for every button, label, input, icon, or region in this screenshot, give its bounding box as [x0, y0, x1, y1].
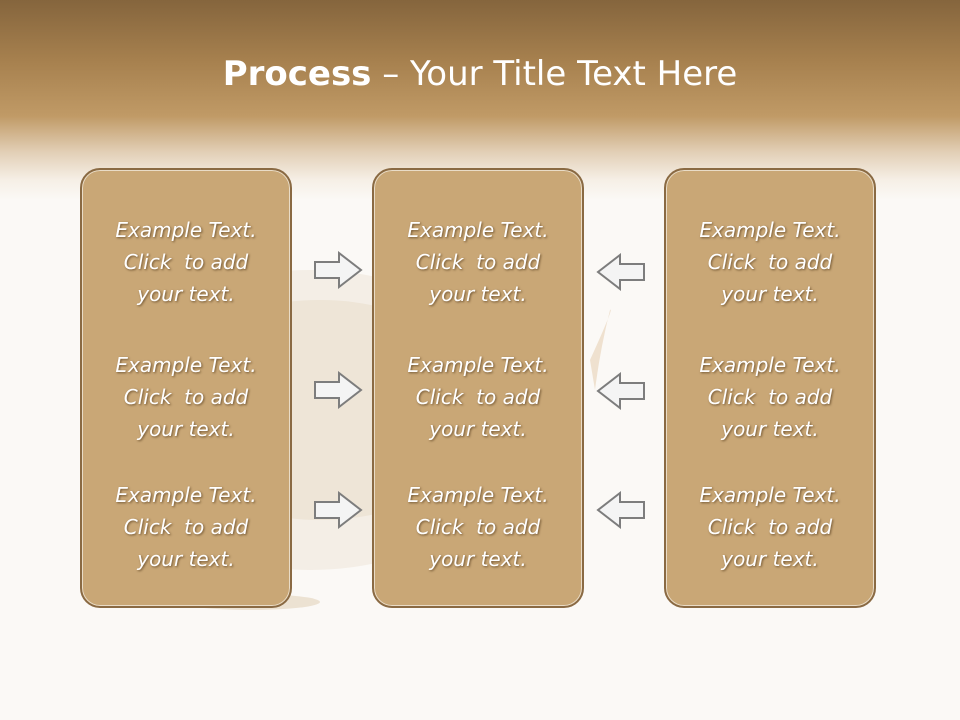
arrow-right-icon — [314, 371, 363, 409]
column-box-left: Example Text. Click to add your text. Ex… — [80, 168, 292, 608]
text-placeholder[interactable]: Example Text. Click to add your text. — [115, 218, 257, 306]
column-box-center: Example Text. Click to add your text. Ex… — [372, 168, 584, 608]
column-box-right: Example Text. Click to add your text. Ex… — [664, 168, 876, 608]
title-bold: Process — [222, 54, 372, 94]
arrow-left-icon — [596, 491, 645, 529]
text-placeholder[interactable]: Example Text. Click to add your text. — [699, 353, 841, 441]
slide-title[interactable]: Process – Your Title Text Here — [0, 52, 960, 96]
arrow-left-icon — [596, 372, 645, 410]
text-placeholder[interactable]: Example Text. Click to add your text. — [115, 353, 257, 441]
text-placeholder[interactable]: Example Text. Click to add your text. — [407, 483, 549, 571]
header-band — [0, 0, 960, 200]
text-placeholder[interactable]: Example Text. Click to add your text. — [115, 483, 257, 571]
arrow-right-icon — [314, 491, 363, 529]
arrow-left-icon — [596, 253, 645, 291]
title-rest: – Your Title Text Here — [371, 54, 738, 94]
arrow-right-icon — [314, 251, 363, 289]
text-placeholder[interactable]: Example Text. Click to add your text. — [407, 218, 549, 306]
text-placeholder[interactable]: Example Text. Click to add your text. — [699, 218, 841, 306]
text-placeholder[interactable]: Example Text. Click to add your text. — [407, 353, 549, 441]
text-placeholder[interactable]: Example Text. Click to add your text. — [699, 483, 841, 571]
